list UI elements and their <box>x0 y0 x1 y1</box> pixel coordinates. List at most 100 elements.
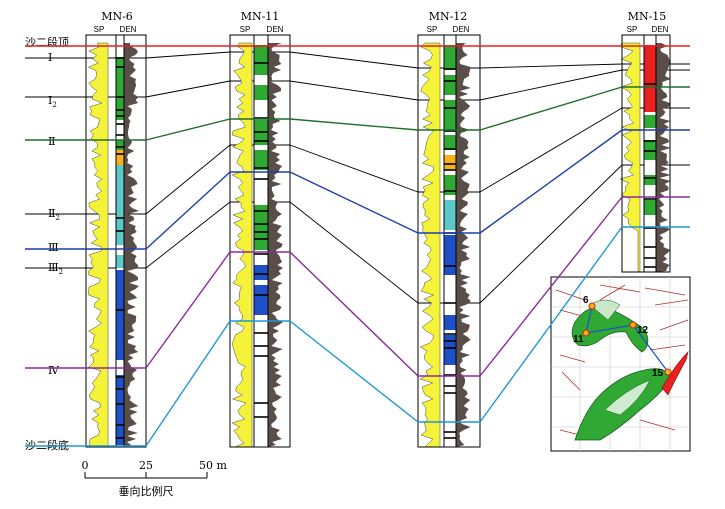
location-map-inset: 6 11 12 15 <box>550 276 691 452</box>
well-mn-15: MN-15 SP DEN <box>619 10 671 273</box>
correlation-line <box>289 51 419 69</box>
zone-label-ii1: Ⅱ <box>48 135 55 148</box>
sp-header: SP <box>94 25 105 34</box>
correlation-line <box>145 80 231 98</box>
vertical-scale-bar: 0 25 50 m 垂向比例尺 <box>82 459 228 498</box>
lithology-interval <box>116 255 124 268</box>
lithology-interval <box>254 85 268 100</box>
horizon-bottom <box>289 320 419 423</box>
correlation-line <box>289 80 419 101</box>
lithology-interval <box>116 47 124 57</box>
correlation-line <box>145 144 231 215</box>
zone-label-iii2: Ⅲ2 <box>48 261 63 276</box>
well-mn-12: MN-12 SP DEN <box>417 10 481 448</box>
sp-header: SP <box>427 25 438 34</box>
lithology-interval <box>116 150 124 165</box>
horizon-iv <box>289 251 419 377</box>
den-curve <box>268 43 283 447</box>
den-curve <box>124 43 139 447</box>
den-header: DEN <box>652 25 669 34</box>
track-frame <box>229 34 291 448</box>
lithology-interval <box>116 270 124 360</box>
horizon-iv <box>145 251 231 369</box>
lithology-interval <box>116 75 124 100</box>
well-name-mn-6: MN-6 <box>101 10 133 23</box>
well-name-mn-15: MN-15 <box>628 10 667 23</box>
well-track <box>85 34 147 448</box>
well-name-mn-11: MN-11 <box>241 10 280 23</box>
sp-curve <box>231 42 253 448</box>
lithology-interval <box>116 375 124 410</box>
map-well-6 <box>588 302 596 310</box>
well-mn-11: MN-11 SP DEN <box>229 10 291 448</box>
zone-labels: Ⅰ Ⅰ2 Ⅱ Ⅱ2 Ⅲ Ⅲ2 Ⅳ <box>48 51 63 377</box>
lithology-interval <box>444 315 456 330</box>
lithology-interval <box>254 150 268 170</box>
map-label-6: 6 <box>583 295 589 306</box>
lithology-interval <box>116 140 124 150</box>
zone-label-iv: Ⅳ <box>48 364 60 377</box>
map-label-15: 15 <box>652 368 664 379</box>
correlation-line <box>289 144 419 193</box>
lithology-interval <box>444 235 456 275</box>
map-well-15 <box>664 368 672 376</box>
lithology-interval <box>116 200 124 245</box>
lithology-interval <box>644 175 656 185</box>
horizon-ii <box>289 118 419 131</box>
lithology-interval <box>644 45 656 112</box>
top-label: 沙二段顶 <box>25 35 69 49</box>
correlation-line <box>479 69 623 101</box>
lithology-interval <box>444 100 456 130</box>
lithology-interval <box>444 135 456 150</box>
map-section-line <box>585 305 669 373</box>
den-curve <box>656 43 671 272</box>
map-well-12 <box>629 321 637 329</box>
sp-header: SP <box>627 25 638 34</box>
correlation-line <box>145 201 231 269</box>
zone-label-iii1: Ⅲ <box>48 241 59 254</box>
lithology-interval <box>444 200 456 230</box>
sp-curve <box>419 42 441 448</box>
lithology-interval <box>444 45 456 70</box>
horizon-iii <box>289 171 419 234</box>
well-mn-6: MN-6 SP DEN <box>85 10 147 448</box>
correlation-line <box>479 107 623 193</box>
lithology-interval <box>254 45 268 75</box>
correlation-line <box>145 51 231 59</box>
bottom-label: 沙二段底 <box>25 438 69 452</box>
horizon-lines <box>25 45 690 447</box>
zone-label-i2: Ⅰ2 <box>48 94 57 109</box>
map-light-body <box>589 299 621 321</box>
scale-tick-label: 25 <box>139 459 153 472</box>
lithology-interval <box>444 335 456 365</box>
lithology-interval <box>644 200 656 215</box>
den-curve <box>456 43 471 447</box>
lithology-interval <box>644 140 656 160</box>
horizon-iii <box>145 171 231 250</box>
map-light-body <box>604 379 651 416</box>
correlation-line <box>289 201 419 304</box>
map-label-12: 12 <box>637 325 649 336</box>
sp-curve <box>619 42 641 273</box>
scale-caption: 垂向比例尺 <box>119 484 174 498</box>
scale-tick-label: 50 m <box>199 459 227 472</box>
horizon-bottom <box>479 226 623 423</box>
horizon-ii <box>145 118 231 141</box>
scale-tick-label: 0 <box>82 459 89 472</box>
lithology-interval <box>444 75 456 95</box>
well-track <box>417 34 481 448</box>
lithology-interval <box>444 175 456 195</box>
map-well-11 <box>582 329 590 337</box>
lithology-interval <box>116 165 124 200</box>
horizon-iii <box>479 129 623 234</box>
well-track <box>229 34 291 448</box>
correlation-line <box>479 63 623 69</box>
track-frame <box>417 34 481 448</box>
lithology-interval <box>254 265 268 280</box>
lithology-interval <box>644 115 656 128</box>
map-label-11: 11 <box>573 334 584 345</box>
sp-curve <box>87 42 109 448</box>
track-frame <box>621 34 671 273</box>
zone-label-i1: Ⅰ <box>48 51 52 64</box>
